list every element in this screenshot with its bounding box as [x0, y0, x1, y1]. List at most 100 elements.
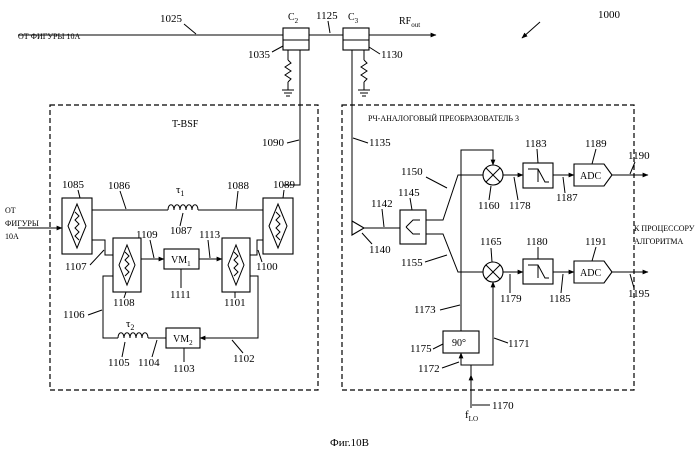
ref-1180: 1180 — [526, 236, 548, 248]
path-1100 — [250, 240, 263, 255]
leader-1025 — [184, 24, 196, 34]
ref-1088: 1088 — [227, 180, 250, 192]
leader-1145 — [410, 198, 412, 210]
ref-1089: 1089 — [273, 179, 296, 191]
coupler-c2-label: C2 — [288, 12, 299, 25]
splitter-1145 — [400, 210, 426, 244]
coupler-c2 — [283, 28, 309, 50]
leader-1191 — [592, 247, 596, 261]
ref-1105: 1105 — [108, 357, 130, 369]
figure-caption: Фиг.10B — [330, 437, 369, 449]
ref-1090: 1090 — [262, 137, 285, 149]
ref-1135: 1135 — [369, 137, 391, 149]
path-1155 — [426, 234, 483, 272]
tau1-label: τ1 — [176, 184, 184, 198]
leader-1104 — [152, 340, 157, 357]
ref-1145: 1145 — [398, 187, 420, 199]
c3-resistor — [361, 60, 367, 82]
converter-title: РЧ-АНАЛОГОВЫЙ ПРЕОБРАЗОВАТЕЛЬ 3 — [368, 114, 519, 123]
leader-1142 — [382, 209, 384, 227]
phase-label: 90° — [452, 338, 466, 349]
ref-1087: 1087 — [170, 225, 193, 237]
ref-1173: 1173 — [414, 304, 436, 316]
ref-1155: 1155 — [401, 257, 423, 269]
leader-1150 — [426, 177, 447, 188]
leader-1187 — [563, 177, 565, 193]
leader-1183 — [537, 149, 538, 163]
leader-1155 — [425, 255, 447, 262]
ref-1108: 1108 — [113, 297, 135, 309]
leader-1086 — [120, 191, 126, 209]
ref-1109: 1109 — [136, 229, 158, 241]
leader-1135 — [353, 138, 368, 143]
leader-1173 — [440, 305, 460, 310]
ref-1140: 1140 — [369, 244, 391, 256]
tbsf-title: T-BSF — [172, 119, 199, 130]
ref-1189: 1189 — [585, 138, 607, 150]
ref-1171: 1171 — [508, 338, 530, 350]
leader-1185 — [561, 274, 563, 293]
ref-1170: 1170 — [492, 400, 514, 412]
ref-1178: 1178 — [509, 200, 531, 212]
ref-1103: 1103 — [173, 363, 195, 375]
ref-1125: 1125 — [316, 10, 338, 22]
ref-1104: 1104 — [138, 357, 160, 369]
ref-1172: 1172 — [418, 363, 440, 375]
ref-1175: 1175 — [410, 343, 432, 355]
leader-1171 — [494, 338, 508, 343]
ref-1106: 1106 — [63, 309, 85, 321]
tau2-label: τ2 — [126, 318, 134, 332]
ref-1100: 1100 — [256, 261, 278, 273]
adc-lower-label: ADC — [580, 268, 601, 279]
leader-1113 — [208, 240, 210, 258]
to-processor-2: АЛГОРИТМА — [634, 237, 684, 246]
from-figure-left-3: 10А — [5, 232, 19, 241]
coupler-c3 — [343, 28, 369, 50]
ref-1160: 1160 — [478, 200, 500, 212]
ref-1179: 1179 — [500, 293, 522, 305]
adc-upper-label: ADC — [580, 171, 601, 182]
ref-1035: 1035 — [248, 49, 271, 61]
leader-1165 — [491, 248, 492, 262]
ref-1102: 1102 — [233, 353, 255, 365]
path-1107 — [92, 240, 113, 255]
ref-1025: 1025 — [160, 13, 183, 25]
ref-1165: 1165 — [480, 236, 502, 248]
leader-1090 — [287, 140, 299, 143]
ref-1086: 1086 — [108, 180, 131, 192]
c2-resistor — [285, 60, 291, 82]
ref-1130: 1130 — [381, 49, 403, 61]
leader-1140 — [362, 233, 372, 244]
delay-tau1 — [168, 205, 198, 210]
from-figure-left-1: ОТ — [5, 206, 16, 215]
ref-1187: 1187 — [556, 192, 578, 204]
leader-1102 — [232, 340, 243, 353]
leader-1172 — [442, 362, 459, 368]
flo-label: fLO — [465, 409, 478, 423]
ref-1107: 1107 — [65, 261, 87, 273]
to-processor-1: К ПРОЦЕССОРУ — [634, 224, 695, 233]
feed-1090 — [283, 50, 300, 185]
figure-number: 1000 — [598, 9, 621, 21]
leader-1109 — [150, 240, 154, 258]
ref-1111: 1111 — [170, 289, 191, 301]
leader-1089 — [283, 190, 284, 198]
ref-1195: 1195 — [628, 288, 650, 300]
ref-1085: 1085 — [62, 179, 85, 191]
leader-1085 — [78, 190, 80, 198]
path-1172 — [461, 353, 471, 365]
ref-1113: 1113 — [199, 229, 221, 241]
leader-1130 — [369, 47, 380, 54]
rf-out-label: RFout — [399, 16, 420, 29]
leader-1189 — [592, 149, 596, 164]
from-figure-left-2: ФИГУРЫ — [5, 219, 39, 228]
leader-1035 — [272, 46, 283, 52]
leader-1175 — [433, 344, 443, 349]
figure-number-arrow — [522, 22, 540, 38]
leader-1125 — [328, 21, 330, 33]
ref-1150: 1150 — [401, 166, 423, 178]
leader-1160 — [489, 186, 491, 200]
leader-1105 — [122, 342, 125, 357]
coupler-c3-label: C3 — [348, 12, 359, 25]
